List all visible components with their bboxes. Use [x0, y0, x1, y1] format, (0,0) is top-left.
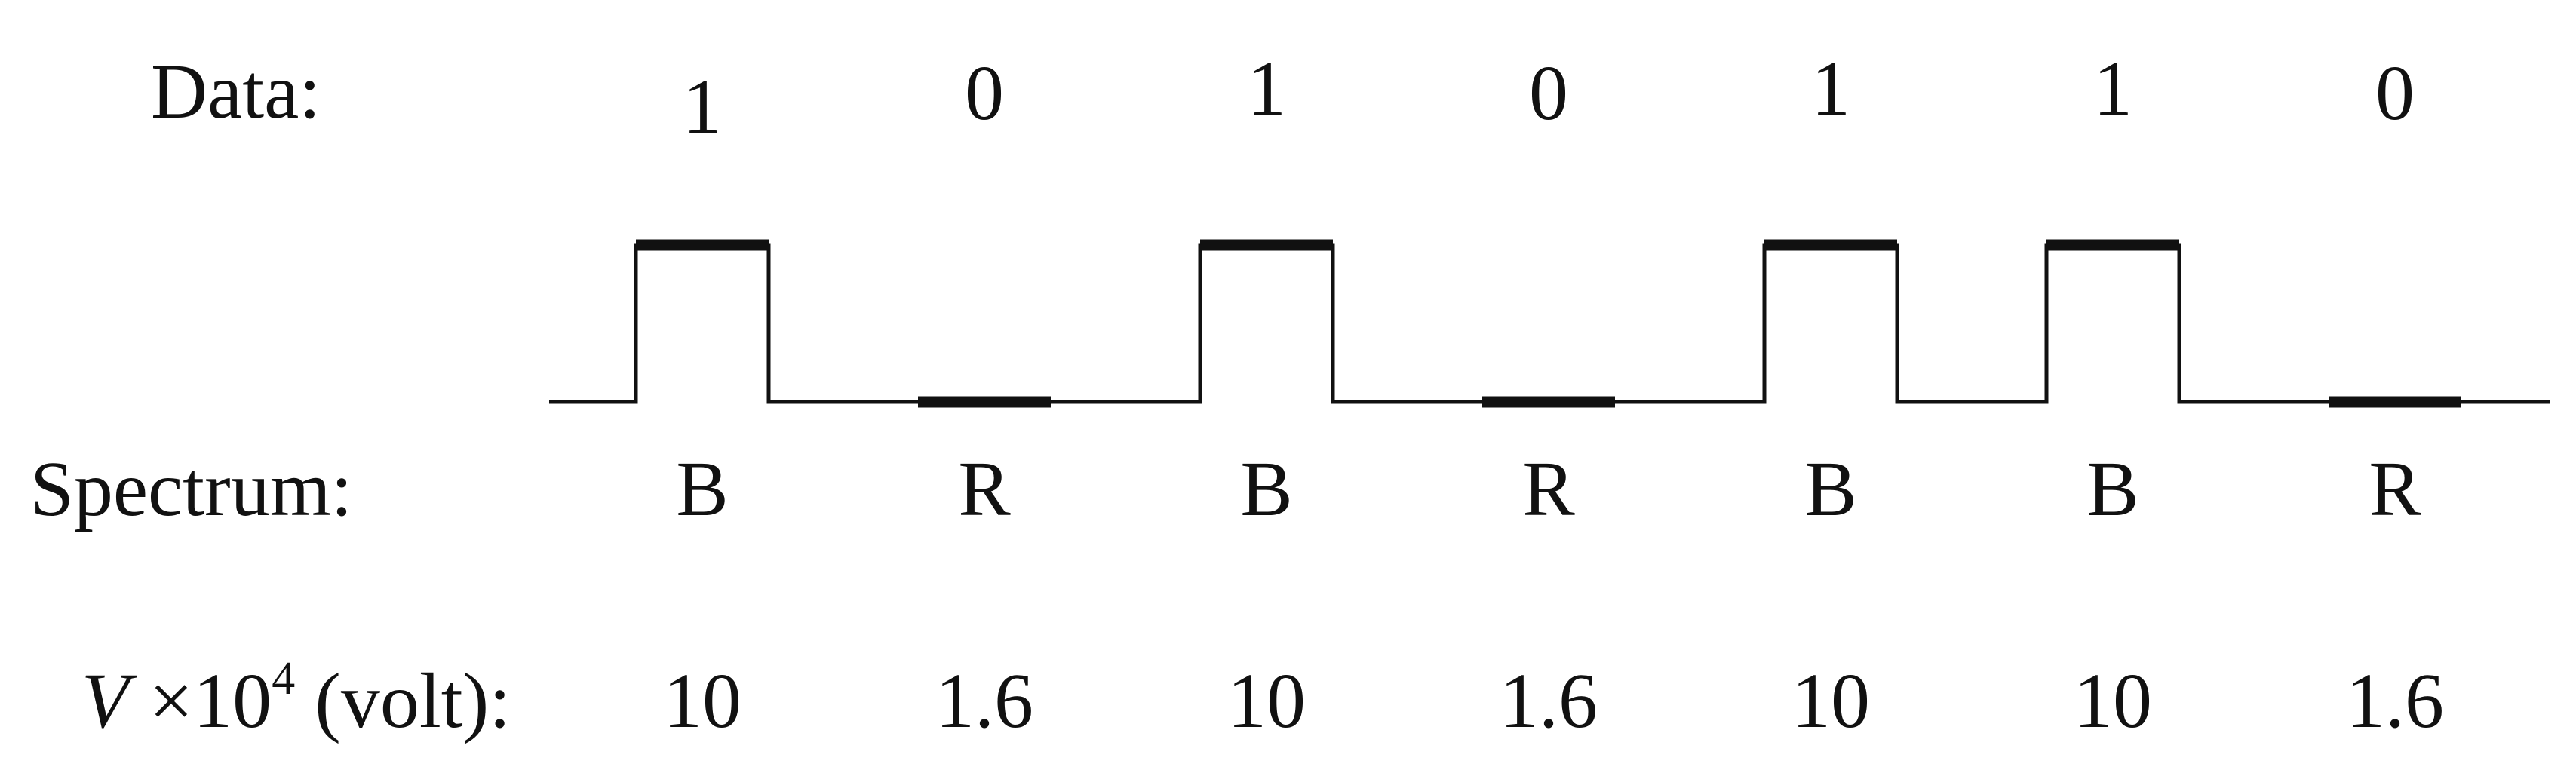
data-bit: 0	[965, 50, 1004, 137]
voltage-value: 10	[663, 658, 741, 744]
data-bit: 1	[1811, 45, 1850, 132]
voltage-label: V ×104 (volt):	[81, 655, 511, 741]
signal-trace	[549, 243, 2550, 404]
spectrum-label: Spectrum:	[30, 446, 353, 532]
data-bit: 0	[1529, 50, 1568, 137]
spectrum-letter: B	[1804, 446, 1857, 532]
data-bit: 0	[2375, 50, 2415, 137]
spectrum-letter: R	[2369, 446, 2421, 532]
spectrum-letter: B	[1240, 446, 1293, 532]
data-bit: 1	[2093, 45, 2132, 132]
spectrum-letter: R	[958, 446, 1011, 532]
voltage-value: 10	[1792, 658, 1870, 744]
data-bit: 1	[1247, 45, 1286, 132]
voltage-variable: V	[81, 658, 130, 744]
voltage-value: 1.6	[935, 658, 1033, 744]
spectrum-letter: B	[2086, 446, 2139, 532]
spectrum-letter: B	[676, 446, 729, 532]
data-bit: 1	[683, 63, 722, 150]
voltage-value: 10	[1227, 658, 1306, 744]
voltage-value: 10	[2074, 658, 2152, 744]
voltage-unit: (volt):	[295, 658, 511, 744]
voltage-value: 1.6	[1500, 658, 1598, 744]
spectrum-letter: R	[1522, 446, 1575, 532]
voltage-exponent: 4	[272, 653, 296, 704]
voltage-multiplier: ×10	[129, 658, 272, 744]
data-label: Data:	[151, 48, 321, 135]
voltage-value: 1.6	[2346, 658, 2444, 744]
